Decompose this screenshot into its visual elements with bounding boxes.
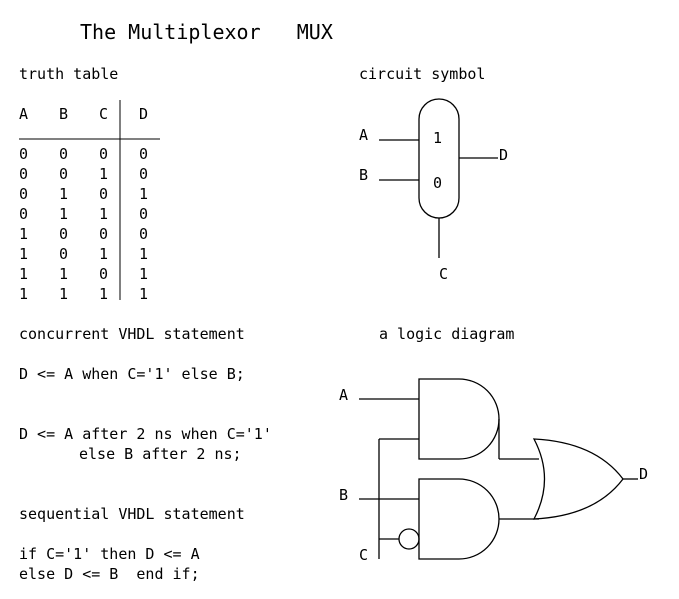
truth-table-cell: 0 — [19, 145, 29, 163]
and-gate-top — [418, 378, 500, 460]
logic-label-b: B — [339, 486, 349, 504]
logic-label-d: D — [639, 465, 649, 483]
truth-table-cell: 0 — [139, 165, 149, 183]
mux-label-d: D — [499, 146, 509, 164]
truth-table-cell: 1 — [19, 265, 29, 283]
mux-body — [418, 98, 460, 219]
truth-table-heading: truth table — [19, 65, 119, 83]
truth-table-cell: 1 — [99, 245, 109, 263]
truth-table-cell: 0 — [99, 185, 109, 203]
truth-table-header-c: C — [99, 105, 109, 123]
mux-symbol — [379, 98, 498, 258]
truth-table-header-d: D — [139, 105, 149, 123]
logic-label-a: A — [339, 386, 349, 404]
truth-table-cell: 0 — [59, 225, 69, 243]
sequential-statement-line-2: else D <= B end if; — [19, 565, 200, 583]
truth-table-cell: 1 — [99, 165, 109, 183]
truth-table-cell: 1 — [99, 205, 109, 223]
truth-table-cell: 0 — [19, 185, 29, 203]
truth-table-cell: 1 — [99, 285, 109, 303]
truth-table-cell: 1 — [139, 265, 149, 283]
page-title: The Multiplexor MUX — [80, 20, 333, 44]
truth-table-header-b: B — [59, 105, 69, 123]
circuit-symbol-heading: circuit symbol — [359, 65, 486, 83]
truth-table-cell: 0 — [99, 225, 109, 243]
truth-table-cell: 0 — [99, 145, 109, 163]
concurrent-statement-2-line-1: D <= A after 2 ns when C='1' — [19, 425, 272, 443]
mux-label-0: 0 — [433, 174, 443, 192]
sequential-statement-line-1: if C='1' then D <= A — [19, 545, 200, 563]
truth-table-cell: 1 — [19, 285, 29, 303]
truth-table-cell: 1 — [59, 265, 69, 283]
sequential-vhdl-heading: sequential VHDL statement — [19, 505, 245, 523]
concurrent-statement-2-line-2: else B after 2 ns; — [79, 445, 242, 463]
truth-table-cell: 1 — [139, 185, 149, 203]
truth-table-cell: 0 — [139, 205, 149, 223]
truth-table-cell: 1 — [19, 245, 29, 263]
mux-label-1: 1 — [433, 129, 443, 147]
truth-table-cell: 0 — [59, 145, 69, 163]
truth-table-cell: 1 — [19, 225, 29, 243]
truth-table-cell: 0 — [19, 165, 29, 183]
truth-table-cell: 0 — [99, 265, 109, 283]
truth-table-cell: 1 — [59, 205, 69, 223]
and-gate-bottom — [418, 478, 500, 560]
inverter-bubble — [398, 528, 420, 550]
truth-table-header-a: A — [19, 105, 29, 123]
or-gate — [532, 438, 624, 520]
mux-label-b: B — [359, 166, 369, 184]
concurrent-vhdl-heading: concurrent VHDL statement — [19, 325, 245, 343]
truth-table-cell: 1 — [139, 285, 149, 303]
truth-table-cell: 1 — [59, 185, 69, 203]
concurrent-statement-1: D <= A when C='1' else B; — [19, 365, 245, 383]
truth-table-cell: 0 — [59, 245, 69, 263]
mux-label-c: C — [439, 265, 449, 283]
logic-diagram — [359, 378, 638, 560]
logic-diagram-heading: a logic diagram — [379, 325, 515, 343]
truth-table-cell: 0 — [19, 205, 29, 223]
truth-table-cell: 0 — [139, 145, 149, 163]
logic-label-c: C — [359, 546, 369, 564]
truth-table-cell: 1 — [59, 285, 69, 303]
truth-table-cell: 1 — [139, 245, 149, 263]
truth-table-cell: 0 — [59, 165, 69, 183]
mux-label-a: A — [359, 126, 369, 144]
truth-table-cell: 0 — [139, 225, 149, 243]
